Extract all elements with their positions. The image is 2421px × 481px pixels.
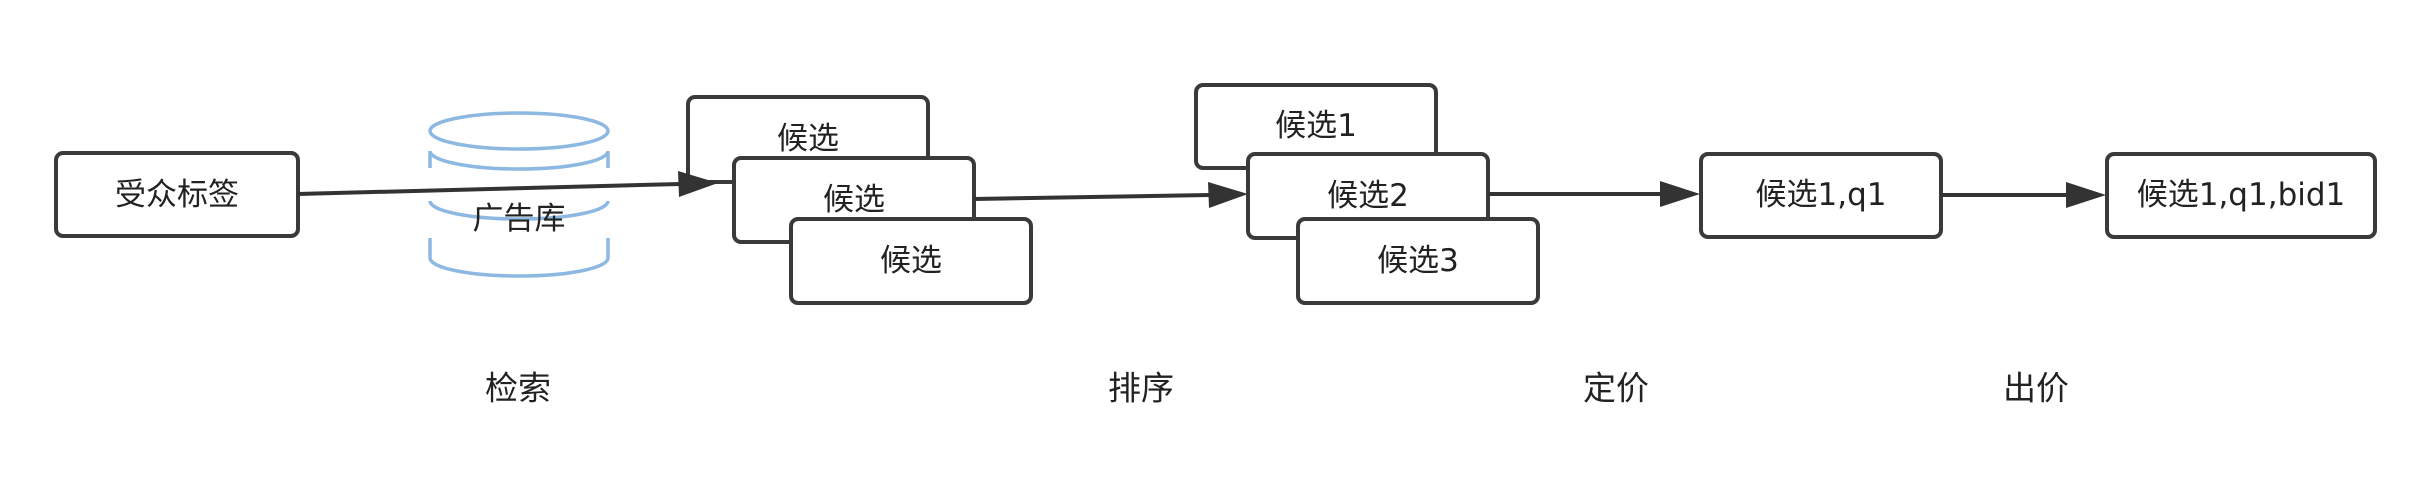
node-ad-library-database — [428, 111, 610, 278]
edge-audience-to-retrieval — [297, 171, 718, 197]
node-ranked-candidate-1-label: 候选1 — [1275, 108, 1357, 144]
stage-label-bidding: 出价 — [2003, 369, 2069, 408]
node-priced-candidate-label: 候选1,q1 — [1756, 177, 1887, 213]
node-bid-candidate-label: 候选1,q1,bid1 — [2137, 177, 2346, 213]
stage-label-retrieval: 检索 — [485, 369, 551, 408]
node-retrieved-candidate-front: 候选 — [789, 217, 1033, 305]
node-ranked-candidate-2-label: 候选2 — [1327, 178, 1409, 214]
edge-retrieval-to-ranking — [973, 182, 1248, 208]
node-priced-candidate: 候选1,q1 — [1699, 152, 1943, 239]
edge-pricing-to-bidding — [1941, 182, 2106, 208]
stage-label-ranking: 排序 — [1108, 369, 1174, 408]
node-audience-tags: 受众标签 — [54, 151, 300, 238]
node-retrieved-candidate-mid-label: 候选 — [823, 182, 885, 218]
node-ranked-candidate-1: 候选1 — [1194, 83, 1438, 170]
node-ad-library-label: 广告库 — [473, 201, 566, 237]
edge-ranking-to-pricing — [1488, 181, 1700, 207]
node-ranked-candidate-3: 候选3 — [1296, 217, 1540, 305]
node-ranked-candidate-3-label: 候选3 — [1377, 243, 1459, 279]
node-retrieved-candidate-front-label: 候选 — [880, 243, 942, 279]
node-retrieved-candidate-back-label: 候选 — [777, 121, 839, 157]
node-bid-candidate: 候选1,q1,bid1 — [2105, 152, 2377, 239]
node-audience-tags-label: 受众标签 — [115, 177, 239, 213]
stage-label-pricing: 定价 — [1583, 369, 1649, 408]
